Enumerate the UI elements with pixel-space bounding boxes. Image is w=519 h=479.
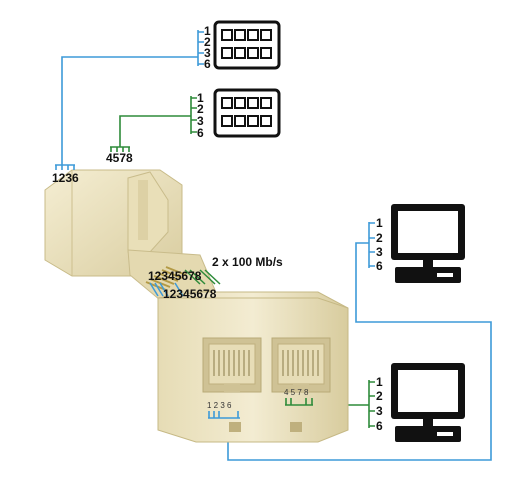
cable-pins-bottom-label: 12345678 — [163, 287, 217, 301]
switch-1-pin: 3 — [204, 46, 211, 60]
cable-pins-top-label: 12345678 — [148, 269, 202, 283]
switch-2-pin: 3 — [197, 114, 204, 128]
wire-plug-to-switch-1 — [61, 56, 198, 165]
computer-2-pin-numbers: 1 2 3 6 — [376, 375, 383, 433]
port-left-pin-bracket — [208, 411, 240, 419]
computer-2-pin: 2 — [376, 389, 383, 403]
computer-1-pin: 1 — [376, 216, 383, 230]
switch-icon-2 — [213, 88, 281, 138]
computer-icon-2 — [391, 363, 465, 442]
rj45-port-left — [202, 337, 262, 393]
switch-1-pin-bracket — [197, 30, 204, 66]
port-left-pins-label: 1 2 3 6 — [207, 401, 232, 410]
rj45-port-right — [271, 337, 331, 393]
plug-pin-bracket-blue — [55, 164, 75, 170]
plug-pin-bracket-green — [110, 146, 130, 152]
computer-1-pin-bracket — [368, 222, 375, 268]
port-right-pin-bracket — [285, 398, 313, 406]
switch-1-pin: 1 — [204, 24, 211, 38]
plug-green-pins-label: 4578 — [106, 151, 133, 165]
computer-1-pin: 2 — [376, 231, 383, 245]
computer-icon-1 — [391, 204, 465, 283]
switch-1-pin: 6 — [204, 57, 211, 71]
switch-2-pin: 6 — [197, 126, 204, 140]
switch-2-pin-numbers: 1 2 3 6 — [197, 91, 204, 140]
switch-2-pin: 1 — [197, 91, 204, 105]
computer-1-pin-numbers: 1 2 3 6 — [376, 216, 383, 273]
wire-port-to-computer-1 — [227, 242, 492, 461]
switch-1-pin-numbers: 1 2 3 6 — [204, 24, 211, 71]
cable-fan-top — [149, 269, 221, 297]
computer-2-pin-bracket — [368, 380, 375, 428]
switch-2-pin: 2 — [197, 102, 204, 116]
computer-2-pin: 6 — [376, 419, 383, 433]
switch-2-pin-bracket — [190, 96, 197, 134]
computer-2-pin: 3 — [376, 404, 383, 418]
computer-1-pin: 3 — [376, 245, 383, 259]
switch-1-pin: 2 — [204, 35, 211, 49]
switch-icon-1 — [213, 20, 281, 70]
port-right-pins-label: 4 5 7 8 — [284, 388, 309, 397]
computer-2-pin: 1 — [376, 375, 383, 389]
splitter-adapter — [44, 169, 349, 443]
speed-label: 2 x 100 Mb/s — [212, 255, 283, 269]
wire-plug-to-switch-2 — [119, 115, 191, 147]
plug-blue-pins-label: 1236 — [52, 171, 79, 185]
computer-1-pin: 6 — [376, 259, 383, 273]
